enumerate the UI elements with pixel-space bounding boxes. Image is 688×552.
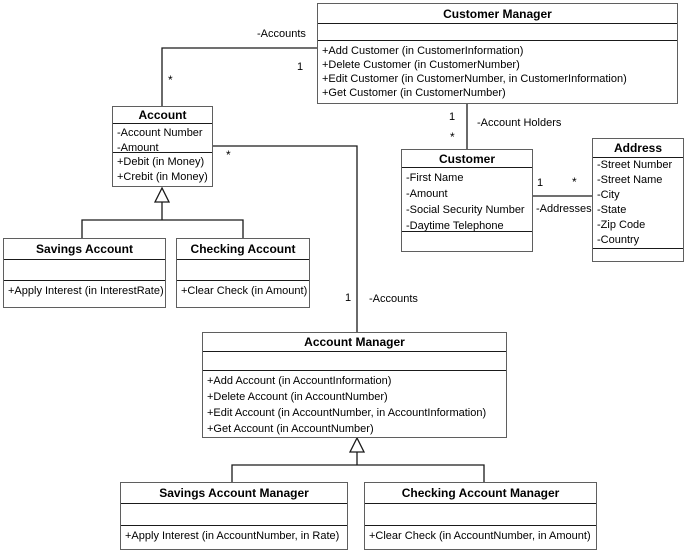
multiplicity-account-side: * <box>168 73 173 87</box>
multiplicity-account-right-side: * <box>226 148 231 162</box>
role-label-addresses: -Addresses <box>536 203 592 215</box>
class-operations: +Apply Interest (in AccountNumber, in Ra… <box>121 526 347 549</box>
role-label-accounts-bottom: -Accounts <box>369 293 418 305</box>
class-title: Customer <box>402 150 532 168</box>
class-operations: +Add Customer (in CustomerInformation) +D… <box>318 41 677 103</box>
class-member: +Add Customer (in CustomerInformation) <box>322 45 524 57</box>
class-attributes: -Street Number -Street Name -City -State -Zi… <box>593 158 683 249</box>
class-member: -Country <box>597 234 640 246</box>
generalization-account-bracket <box>81 219 244 238</box>
class-attributes <box>318 24 677 41</box>
class-member: +Edit Customer (in CustomerNumber, in Cu… <box>322 73 627 85</box>
class-savings-account: Savings Account +Apply Interest (in Inte… <box>3 238 166 308</box>
class-attributes <box>4 260 165 281</box>
class-attributes <box>203 352 506 371</box>
generalization-account-arrowhead <box>153 186 171 203</box>
class-member: +Debit (in Money) <box>117 156 205 168</box>
class-member: +Clear Check (in Amount) <box>181 285 308 297</box>
class-title: Account Manager <box>203 333 506 352</box>
class-member: +Get Account (in AccountNumber) <box>207 423 374 435</box>
class-operations <box>402 232 532 251</box>
class-title: Checking Account <box>177 239 309 260</box>
class-member: +Clear Check (in AccountNumber, in Amoun… <box>369 530 591 542</box>
class-member: -Amount <box>406 188 448 200</box>
class-member: +Apply Interest (in AccountNumber, in Ra… <box>125 530 340 542</box>
multiplicity-customermanager-side: 1 <box>297 61 304 73</box>
class-checking-account-manager: Checking Account Manager +Clear Check (i… <box>364 482 597 550</box>
class-operations <box>593 249 683 261</box>
class-member: +Delete Account (in AccountNumber) <box>207 391 388 403</box>
class-member: -Street Number <box>597 159 673 171</box>
role-label-accounts-top: -Accounts <box>257 28 306 40</box>
class-member: -Daytime Telephone <box>406 220 504 232</box>
multiplicity-customermanager-customers: 1 <box>449 111 456 123</box>
generalization-accountmanager-bracket <box>231 464 485 482</box>
multiplicity-address-side: * <box>572 175 577 189</box>
association-customermanager-account <box>161 47 317 106</box>
class-member: -First Name <box>406 172 464 184</box>
class-operations: +Add Account (in AccountInformation) +Del… <box>203 371 506 437</box>
class-operations: +Debit (in Money) +Crebit (in Money) <box>113 153 212 186</box>
class-operations: +Apply Interest (in InterestRate) <box>4 281 165 307</box>
class-attributes: -First Name -Amount -Social Security Numbe… <box>402 168 532 232</box>
class-address: Address -Street Number-Street Name-City-… <box>592 138 684 262</box>
class-attributes <box>177 260 309 281</box>
class-savings-account-manager: Savings Account Manager +Apply Interest … <box>120 482 348 550</box>
class-member: -Account Number <box>117 127 203 139</box>
class-member: +Crebit (in Money) <box>117 171 208 183</box>
class-member: -Amount <box>117 142 159 153</box>
class-member: +Delete Customer (in CustomerNumber) <box>322 59 520 71</box>
class-member: -Zip Code <box>597 219 646 231</box>
class-customer: Customer -First Name -Amount -Social Secur… <box>401 149 533 252</box>
multiplicity-customer-side: * <box>450 130 455 144</box>
class-title: Savings Account <box>4 239 165 260</box>
class-title: Checking Account Manager <box>365 483 596 504</box>
class-operations: +Clear Check (in Amount) <box>177 281 309 307</box>
class-customer-manager: Customer Manager +Add Customer (in Custo… <box>317 3 678 104</box>
class-member: +Apply Interest (in InterestRate) <box>8 285 164 297</box>
class-title: Address <box>593 139 683 158</box>
association-account-accountmanager <box>213 145 358 332</box>
multiplicity-accountmanager-side: 1 <box>345 292 352 304</box>
class-attributes: -Account Number -Amount <box>113 124 212 153</box>
class-account: Account -Account Number -Amount +Debit (i… <box>112 106 213 187</box>
class-member: +Get Customer (in CustomerNumber) <box>322 87 506 99</box>
class-member: +Edit Account (in AccountNumber, in Acco… <box>207 407 487 419</box>
class-member: -Street Name <box>597 174 663 186</box>
class-operations: +Clear Check (in AccountNumber, in Amoun… <box>365 526 596 549</box>
class-attributes <box>121 504 347 526</box>
class-member: -Social Security Number <box>406 204 525 216</box>
class-member: -City <box>597 189 620 201</box>
class-title: Account <box>113 107 212 124</box>
class-checking-account: Checking Account +Clear Check (in Amount… <box>176 238 310 308</box>
multiplicity-customer-addresses: 1 <box>537 177 544 189</box>
generalization-accountmanager-arrowhead <box>348 436 366 453</box>
class-attributes <box>365 504 596 526</box>
class-member: +Add Account (in AccountInformation) <box>207 375 392 387</box>
class-title: Savings Account Manager <box>121 483 347 504</box>
class-account-manager: Account Manager +Add Account (in Account… <box>202 332 507 438</box>
class-title: Customer Manager <box>318 4 677 24</box>
class-member: -State <box>597 204 627 216</box>
role-label-account-holders: -Account Holders <box>477 117 562 129</box>
